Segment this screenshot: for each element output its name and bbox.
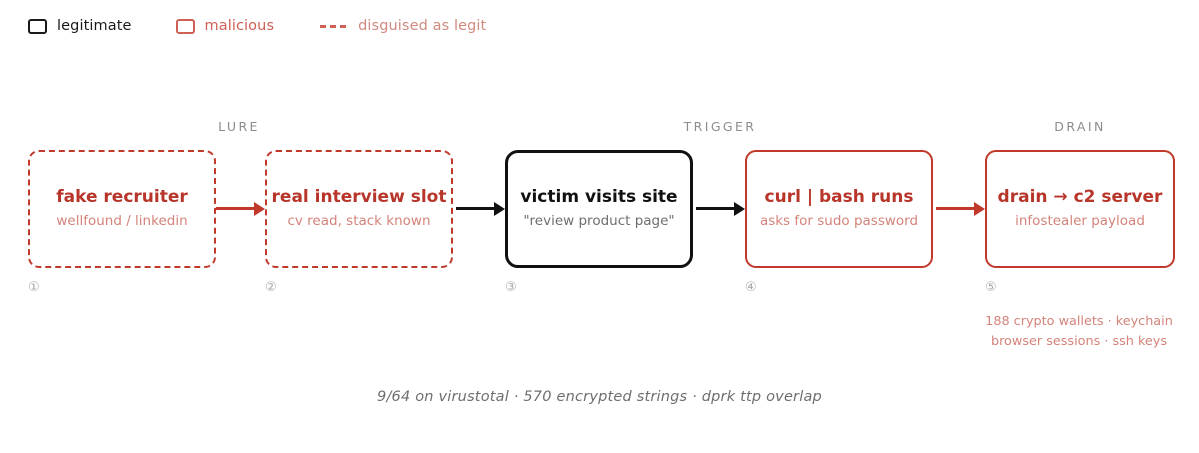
drain-annotation-line-1: 188 crypto wallets · keychain	[985, 314, 1173, 329]
arrow-shaft	[936, 207, 976, 210]
square-outline-black-icon	[28, 18, 47, 34]
legend-label-malicious: malicious	[204, 18, 275, 34]
arrow-head-icon	[974, 201, 985, 216]
flow-arrow-1	[216, 201, 265, 216]
phase-label-trigger: TRIGGER	[683, 119, 757, 134]
step-number-1: ①	[28, 280, 40, 295]
legend-item-disguised: disguised as legit	[320, 14, 486, 38]
arrow-head-icon	[734, 201, 745, 216]
flow-node-curl-bash-runs[interactable]: curl | bash runs asks for sudo password	[745, 150, 933, 268]
flow-node-drain-c2-server[interactable]: drain → c2 server infostealer payload	[985, 150, 1175, 268]
legend: legitimate malicious disguised as legit	[28, 14, 486, 38]
dashed-line-icon	[320, 24, 347, 28]
legend-item-legitimate: legitimate	[28, 14, 132, 38]
drain-annotation: 188 crypto wallets · keychain browser se…	[959, 312, 1199, 352]
flow-arrow-4	[936, 201, 985, 216]
flow-arrow-2	[456, 201, 505, 216]
phase-label-lure: LURE	[218, 119, 260, 134]
legend-label-disguised: disguised as legit	[358, 18, 487, 34]
attack-chain-flow: fake recruiter wellfound / linkedin real…	[0, 150, 1199, 270]
legend-item-malicious: malicious	[175, 14, 275, 38]
flow-node-title: curl | bash runs	[764, 187, 914, 208]
flow-node-subtitle: asks for sudo password	[759, 213, 919, 230]
square-outline-red-icon	[175, 18, 195, 34]
step-number-5: ⑤	[985, 280, 997, 295]
flow-node-title: drain → c2 server	[997, 187, 1163, 208]
step-number-2: ②	[265, 280, 277, 295]
flow-node-title: fake recruiter	[56, 187, 188, 208]
flow-node-subtitle: wellfound / linkedin	[56, 213, 188, 230]
flow-node-title: victim visits site	[520, 187, 678, 208]
legend-label-legitimate: legitimate	[57, 18, 132, 34]
arrow-head-icon	[494, 201, 505, 216]
arrow-shaft	[696, 207, 736, 210]
step-number-4: ④	[745, 280, 757, 295]
flow-node-subtitle: cv read, stack known	[287, 213, 431, 230]
drain-annotation-line-2: browser sessions · ssh keys	[990, 333, 1168, 349]
flow-node-real-interview-slot[interactable]: real interview slot cv read, stack known	[265, 150, 453, 268]
flow-arrow-3	[696, 201, 745, 216]
arrow-head-icon	[254, 201, 265, 216]
arrow-shaft	[216, 207, 256, 210]
flow-node-subtitle: infostealer payload	[1015, 213, 1145, 230]
step-number-3: ③	[505, 280, 517, 295]
flow-node-fake-recruiter[interactable]: fake recruiter wellfound / linkedin	[28, 150, 216, 268]
phase-label-drain: DRAIN	[1054, 119, 1106, 134]
flow-node-subtitle: "review product page"	[523, 213, 675, 230]
footer-caption: 9/64 on virustotal · 570 encrypted strin…	[377, 389, 822, 405]
arrow-shaft	[456, 207, 496, 210]
flow-node-title: real interview slot	[271, 187, 447, 208]
flow-node-victim-visits-site[interactable]: victim visits site "review product page"	[505, 150, 693, 268]
